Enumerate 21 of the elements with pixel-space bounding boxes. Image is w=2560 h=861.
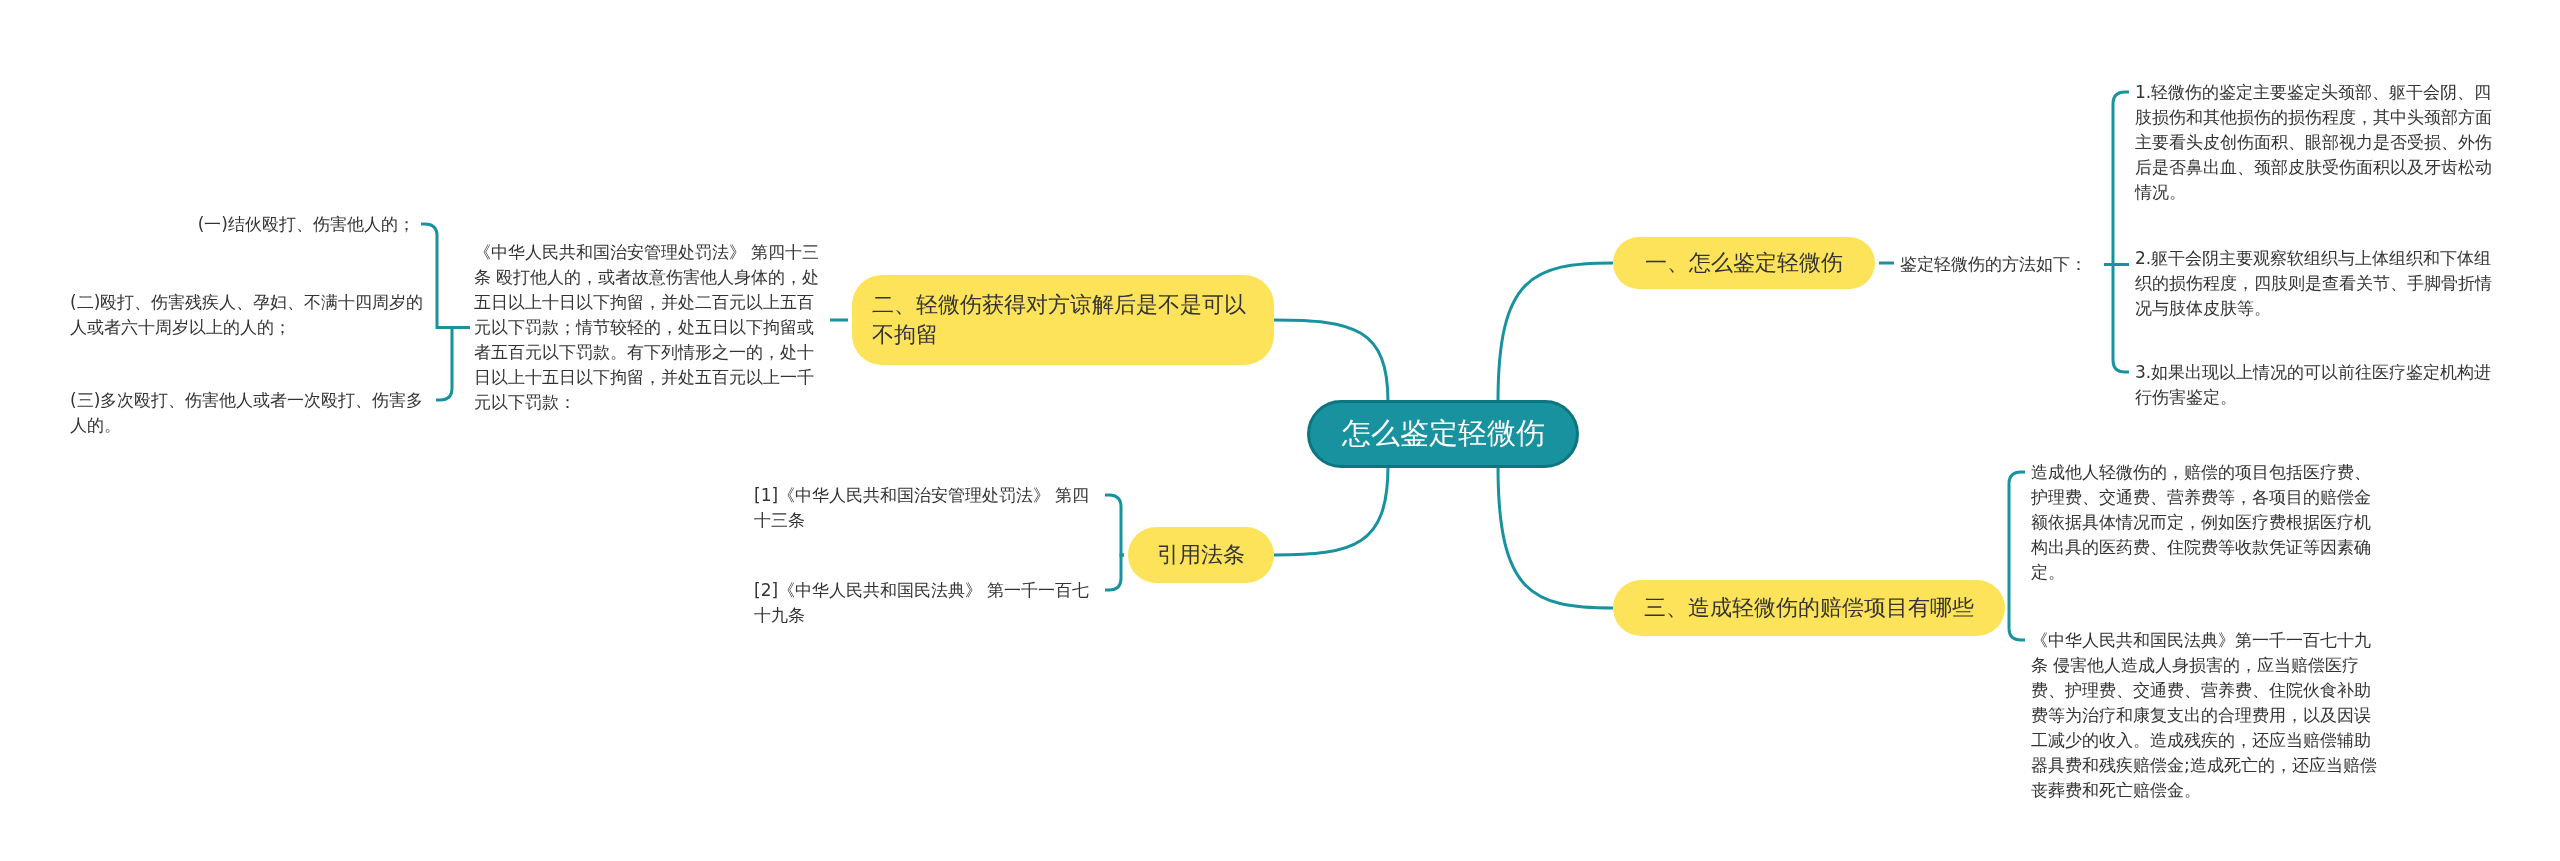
topic-box: 二、轻微伤获得对方谅解后是不是可以不拘留 <box>852 275 1274 365</box>
note-text: 1.轻微伤的鉴定主要鉴定头颈部、躯干会阴、四肢损伤和其他损伤的损伤程度，其中头颈部方面主要看头皮创伤面积、眼部视力是否受损、外伤后是否鼻出血、颈部皮肤受伤面积以及牙齿松动情况。 <box>2135 80 2505 205</box>
connector-line <box>1105 553 1124 592</box>
note-text: 3.如果出现以上情况的可以前往医疗鉴定机构进行伤害鉴定。 <box>2135 360 2505 410</box>
topic-box: 一、怎么鉴定轻微伤 <box>1613 237 1875 289</box>
connector-line <box>1879 261 1894 265</box>
note-text: (二)殴打、伤害残疾人、孕妇、不满十四周岁的人或者六十周岁以上的人的； <box>70 290 430 340</box>
note-text: [1]《中华人民共和国治安管理处罚法》 第四十三条 <box>754 483 1099 533</box>
note-text: 鉴定轻微伤的方法如下： <box>1900 252 2100 277</box>
note-text: 《中华人民共和国民法典》第一千一百七十九条 侵害他人造成人身损害的，应当赔偿医疗费、护理费、交通费、营养费、住院伙食补助费等为治疗和康复支出的合理费用，以及因误工减少的收入。造成残疾的，还应当赔偿辅助器具费和残疾赔偿金;造成死亡的，还应当赔偿丧葬费和死亡赔偿金。 <box>2031 628 2386 803</box>
note-text: 《中华人民共和国治安管理处罚法》 第四十三条 殴打他人的，或者故意伤害他人身体的，处五日以上十日以下拘留，并处二百元以上五百元以下罚款；情节较轻的，处五日以下拘留或者五百元以下罚款。有下列情形之一的，处十日以上十五日以下拘留，并处五百元以上一千元以下罚款： <box>474 240 824 415</box>
topic-box: 三、造成轻微伤的赔偿项目有哪些 <box>1613 580 2005 636</box>
topic-box: 引用法条 <box>1128 527 1274 583</box>
central-topic: 怎么鉴定轻微伤 <box>1307 400 1579 468</box>
note-text: (一)结伙殴打、伤害他人的； <box>150 212 415 237</box>
note-text: [2]《中华人民共和国民法典》 第一千一百七十九条 <box>754 578 1099 628</box>
note-text: 2.躯干会阴主要观察软组织与上体组织和下体组织的损伤程度，四肢则是查看关节、手脚骨折情况与肢体皮肤等。 <box>2135 246 2505 321</box>
note-text: 造成他人轻微伤的，赔偿的项目包括医疗费、护理费、交通费、营养费等，各项目的赔偿金额依据具体情况而定，例如医疗费根据医疗机构出具的医药费、住院费等收款凭证等因素确定。 <box>2031 460 2386 585</box>
connector-line <box>830 318 848 322</box>
note-text: (三)多次殴打、伤害他人或者一次殴打、伤害多人的。 <box>70 388 430 438</box>
connector-line <box>2007 606 2025 642</box>
